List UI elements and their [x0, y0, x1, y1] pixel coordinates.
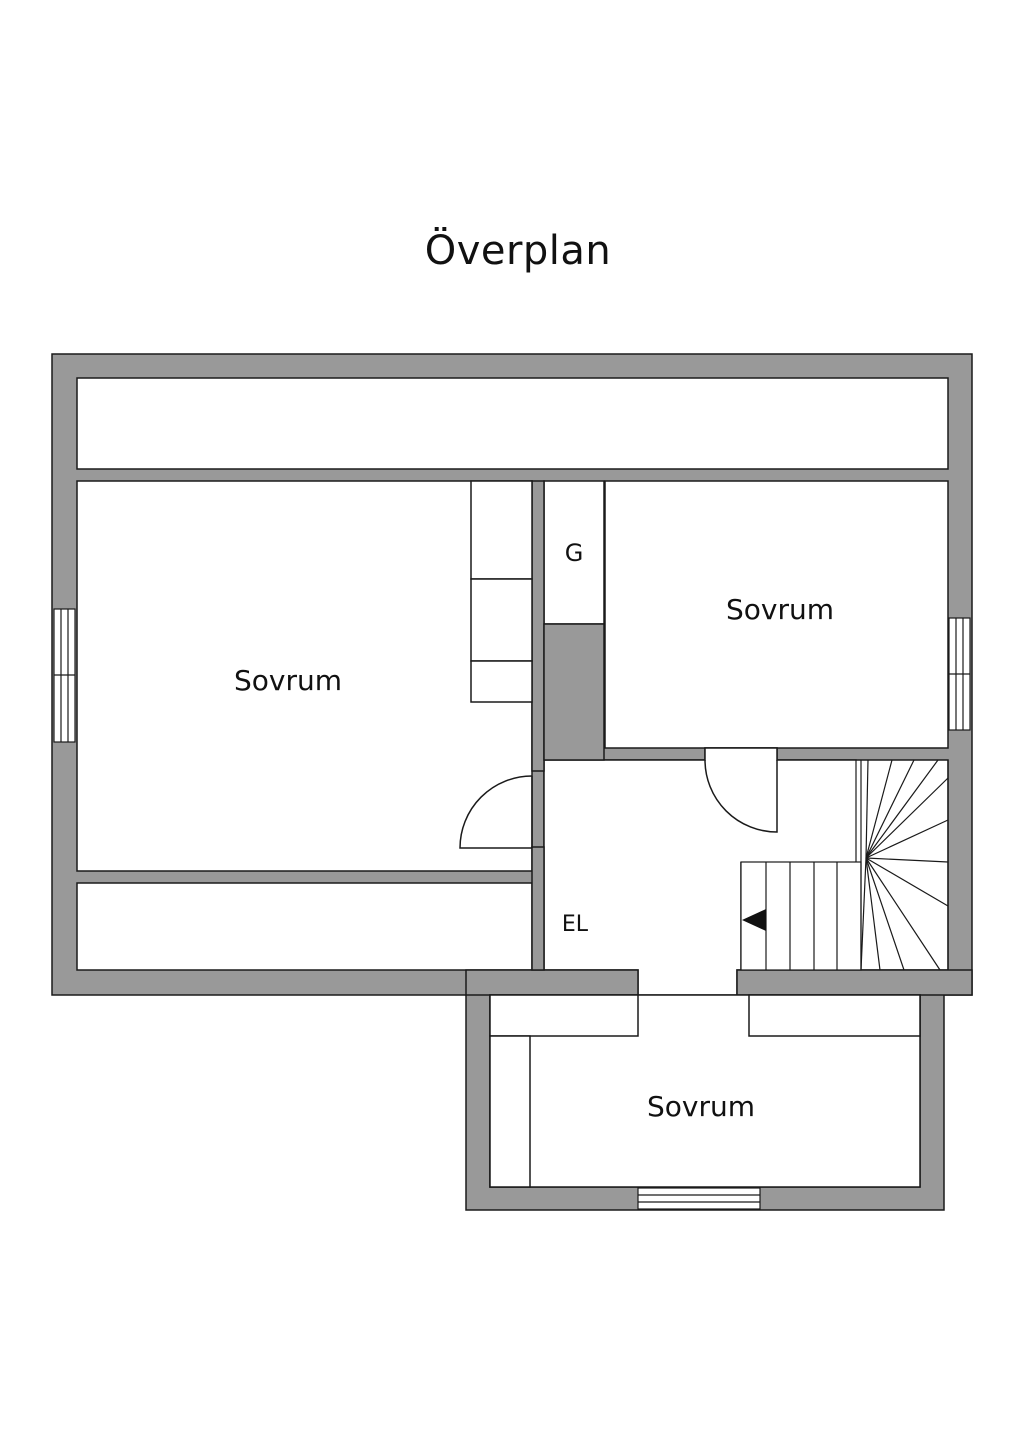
closet-bottom-left [489, 994, 639, 1037]
closet-bottom-side [489, 1035, 531, 1188]
plan-title: Överplan [424, 228, 612, 274]
window-left [53, 608, 76, 743]
staircase [740, 759, 949, 971]
attic-storage-bottom-left [76, 882, 533, 971]
door-right-bedroom [704, 759, 778, 833]
bottom-bedroom [489, 994, 921, 1188]
window-bottom [637, 1187, 761, 1210]
label-closet-g: G [565, 539, 584, 567]
windows [53, 608, 971, 1210]
room-bedroom-right [604, 480, 949, 749]
closet-bottom-right [748, 994, 921, 1037]
wardrobes-left [470, 480, 533, 703]
doors [459, 759, 778, 849]
label-bedroom-right: Sovrum [726, 593, 834, 626]
attic-storage-top [76, 377, 949, 470]
stair-arrow-icon [742, 909, 766, 931]
window-right [948, 617, 971, 731]
label-bedroom-bottom: Sovrum [647, 1090, 755, 1123]
label-el: EL [562, 912, 589, 937]
label-bedroom-left: Sovrum [234, 664, 342, 697]
door-left-bedroom [459, 775, 533, 849]
room-bedroom-left [76, 480, 533, 872]
interior-walls [465, 480, 973, 996]
